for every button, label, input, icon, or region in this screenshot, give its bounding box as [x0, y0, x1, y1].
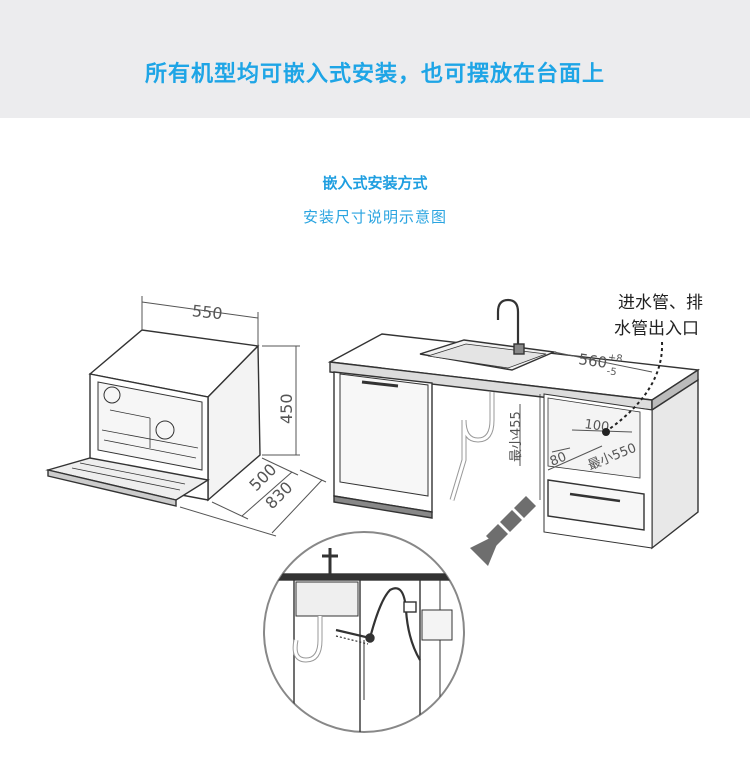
callout-leader-line: [607, 341, 664, 431]
cabinet-illustration: [327, 298, 701, 550]
top-banner: 所有机型均可嵌入式安装，也可摆放在台面上: [0, 0, 750, 118]
section-title: 嵌入式安装方式: [322, 174, 428, 192]
callout-line-1: 进水管、排: [618, 293, 703, 313]
cabinet-width-label: 560+8-5: [577, 348, 623, 379]
cabinet-height-min-label: 最小455: [509, 411, 524, 462]
dishwasher-illustration: [45, 329, 261, 507]
cabinet-dimensions: [519, 351, 653, 471]
callout-line-2: 水管出入口: [614, 319, 699, 339]
dishwasher-height-label: 450: [277, 393, 296, 424]
zoom-detail-circle: [263, 531, 465, 733]
section-caption: 安装尺寸说明示意图: [302, 208, 447, 226]
banner-title: 所有机型均可嵌入式安装，也可摆放在台面上: [144, 62, 605, 87]
zoom-arrow: [470, 496, 536, 566]
dishwasher-dimensions: [141, 296, 327, 537]
pipe-outlet-dot: [602, 428, 610, 436]
dim-80-label: 80: [548, 450, 569, 470]
dishwasher-width-label: 550: [191, 301, 223, 323]
